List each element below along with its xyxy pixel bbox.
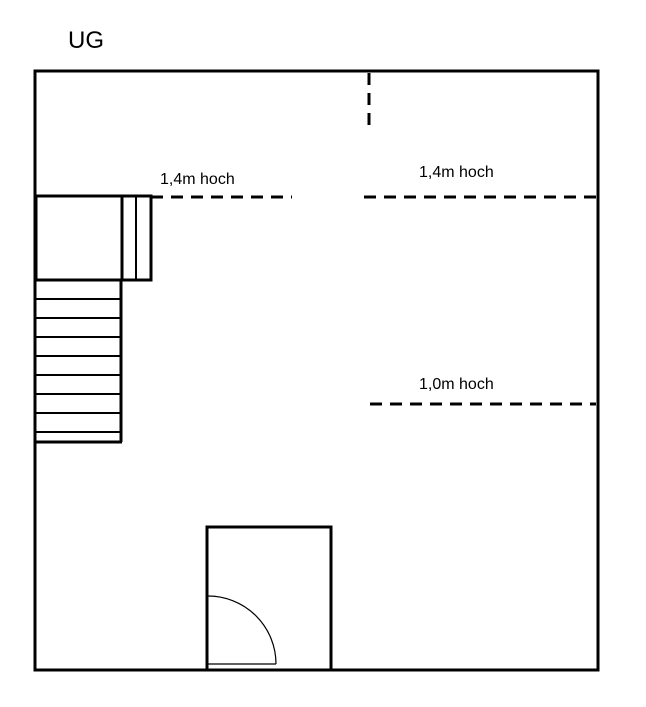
outer-wall bbox=[33, 69, 600, 672]
height-label-right-upper: 1,4m hoch bbox=[419, 164, 494, 181]
small-room-walls bbox=[205, 525, 333, 670]
stair-landing bbox=[34, 194, 124, 282]
door-swing-arc bbox=[207, 595, 277, 665]
stair-steps bbox=[36, 298, 121, 433]
floor-label: UG bbox=[68, 27, 104, 54]
staircase bbox=[34, 194, 153, 444]
height-label-right-middle: 1,0m hoch bbox=[419, 376, 494, 393]
height-label-left-upper: 1,4m hoch bbox=[160, 171, 235, 188]
small-room bbox=[205, 525, 333, 670]
